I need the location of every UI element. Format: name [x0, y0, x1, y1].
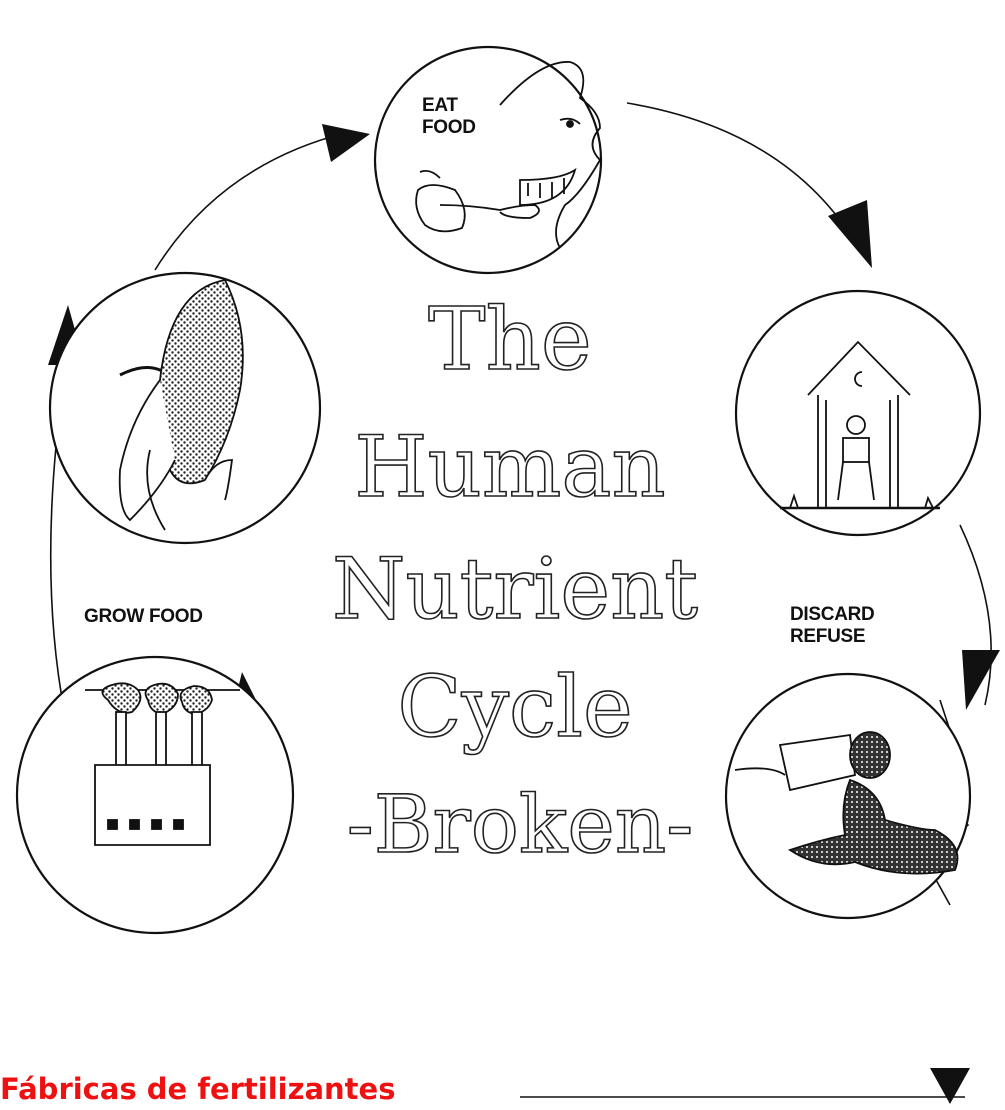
outhouse-stage — [734, 289, 982, 537]
sewage-pipe-icon — [734, 731, 959, 875]
fertilizer-factory-icon — [85, 682, 240, 846]
title-cycle: Cycle — [397, 657, 634, 757]
title-nutrient: Nutrient — [331, 539, 699, 639]
arrowhead-discard — [828, 200, 872, 268]
grow-food-stage — [48, 271, 322, 545]
arrowhead-sewage — [962, 650, 1000, 710]
discard-refuse-label: DISCARD REFUSE — [790, 604, 875, 647]
arrow-grow-to-eat — [154, 132, 346, 271]
grow-food-label: GROW FOOD — [84, 606, 203, 627]
title-human: Human — [354, 417, 667, 517]
arrowhead-drain — [930, 1068, 970, 1104]
title-broken: -Broken- — [346, 777, 694, 872]
outhouse-icon — [780, 340, 940, 510]
sewage-stage — [724, 672, 972, 920]
arrow-discard-to-sewage — [959, 524, 992, 706]
title-the: The — [427, 289, 592, 391]
factory-stage — [15, 655, 295, 935]
caption-fertilizer-factories: Fábricas de fertilizantes — [0, 1072, 396, 1106]
eating-face-icon — [415, 61, 602, 249]
eat-food-stage — [373, 45, 603, 275]
arrow-eat-to-discard — [626, 102, 861, 251]
eat-food-label: EAT FOOD — [422, 95, 476, 138]
arrowhead-eat — [322, 124, 370, 162]
corn-icon — [118, 278, 244, 531]
